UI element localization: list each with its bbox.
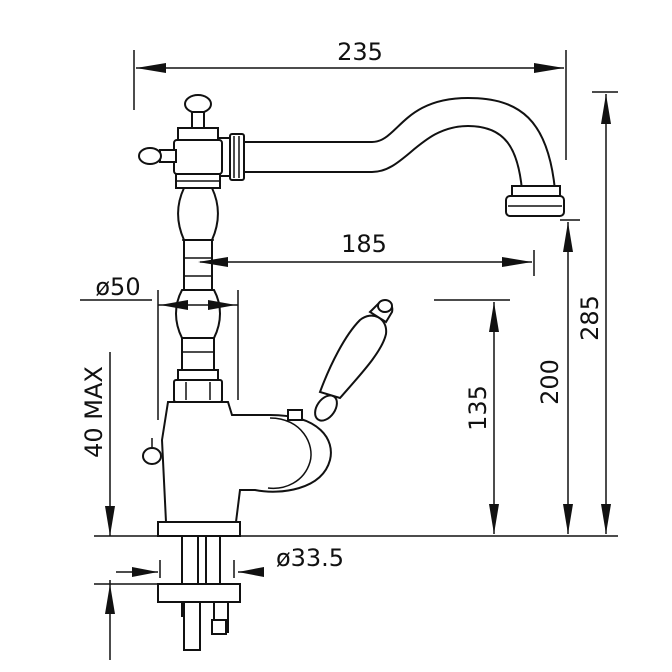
- spout: [244, 96, 565, 217]
- dim-handle-height: 135: [464, 385, 492, 431]
- valve-body: [142, 401, 332, 537]
- dim-overall-length: 235: [337, 38, 383, 66]
- dimension-lines: [80, 50, 618, 660]
- dim-overall-height: 285: [576, 295, 604, 341]
- cross-handle: [138, 94, 223, 189]
- upper-column: [177, 187, 219, 291]
- dim-spout-reach: 185: [341, 230, 387, 258]
- mounting-shank: [157, 535, 241, 651]
- dim-spout-outlet-height: 200: [536, 359, 564, 405]
- dimension-labels: 235 185 ø50 ø33.5 40 MAX 135 200 285: [80, 38, 604, 572]
- dim-max-deck-thickness: 40 MAX: [80, 366, 108, 458]
- dim-shank-diameter: ø33.5: [276, 544, 344, 572]
- lever-handle: [314, 299, 394, 422]
- faucet-outline: [138, 94, 565, 651]
- dim-body-diameter: ø50: [95, 273, 140, 301]
